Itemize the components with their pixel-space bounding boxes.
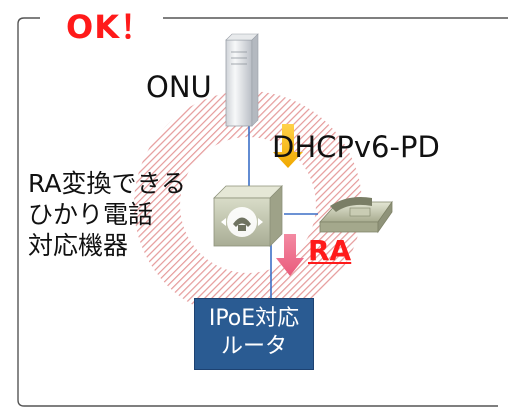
dhcp-arrow-icon	[273, 124, 303, 168]
adapter-label: RA変換できる ひかり電話 対応機器	[28, 168, 186, 261]
router-box: IPoE対応 ルータ	[194, 298, 314, 370]
adapter-icon	[213, 185, 283, 247]
dhcpv6-pd-label: DHCPv6-PD	[272, 130, 440, 164]
adapter-label-line: RA変換できる	[28, 169, 186, 198]
onu-icon	[225, 33, 259, 127]
onu-label: ONU	[146, 70, 212, 104]
router-label-line: ルータ	[220, 334, 287, 359]
ra-arrow-icon	[276, 234, 304, 276]
ra-label: RA	[308, 234, 352, 267]
adapter-label-line: ひかり電話	[28, 200, 154, 229]
group-frame	[17, 17, 508, 407]
router-label-line: IPoE対応	[208, 306, 300, 331]
adapter-label-line: 対応機器	[28, 231, 129, 260]
ok-status-label: OK！	[62, 2, 164, 48]
telephone-icon	[319, 197, 393, 234]
